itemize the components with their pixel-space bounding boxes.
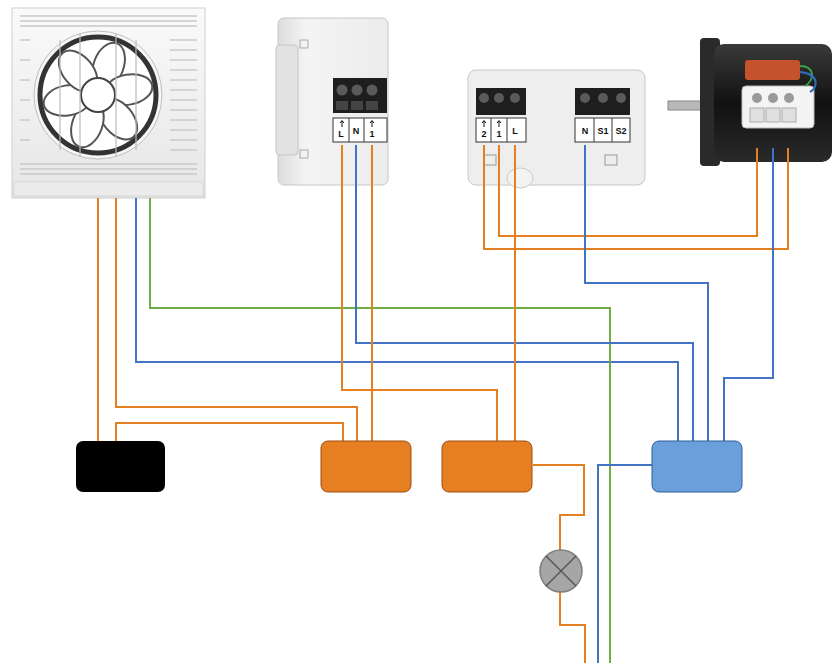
terminal-label: 2 [481,129,486,140]
connector-block [76,441,165,492]
terminal-label: L [512,126,518,137]
terminal-label: S2 [615,126,626,137]
terminal-label: L [338,129,344,140]
terminal-label: N [353,126,360,137]
wires [98,145,788,663]
connector-block [321,441,411,492]
lamp-symbol [540,550,582,592]
terminal-label: 1 [369,129,374,140]
motor-illustration [668,38,832,166]
terminal-label: N [582,126,589,137]
connector-block [442,441,532,492]
connector-block [652,441,742,492]
fan-illustration [12,8,205,198]
terminal-label: S1 [597,126,608,137]
controller-module [468,70,645,188]
terminal-label: 1 [496,129,501,140]
